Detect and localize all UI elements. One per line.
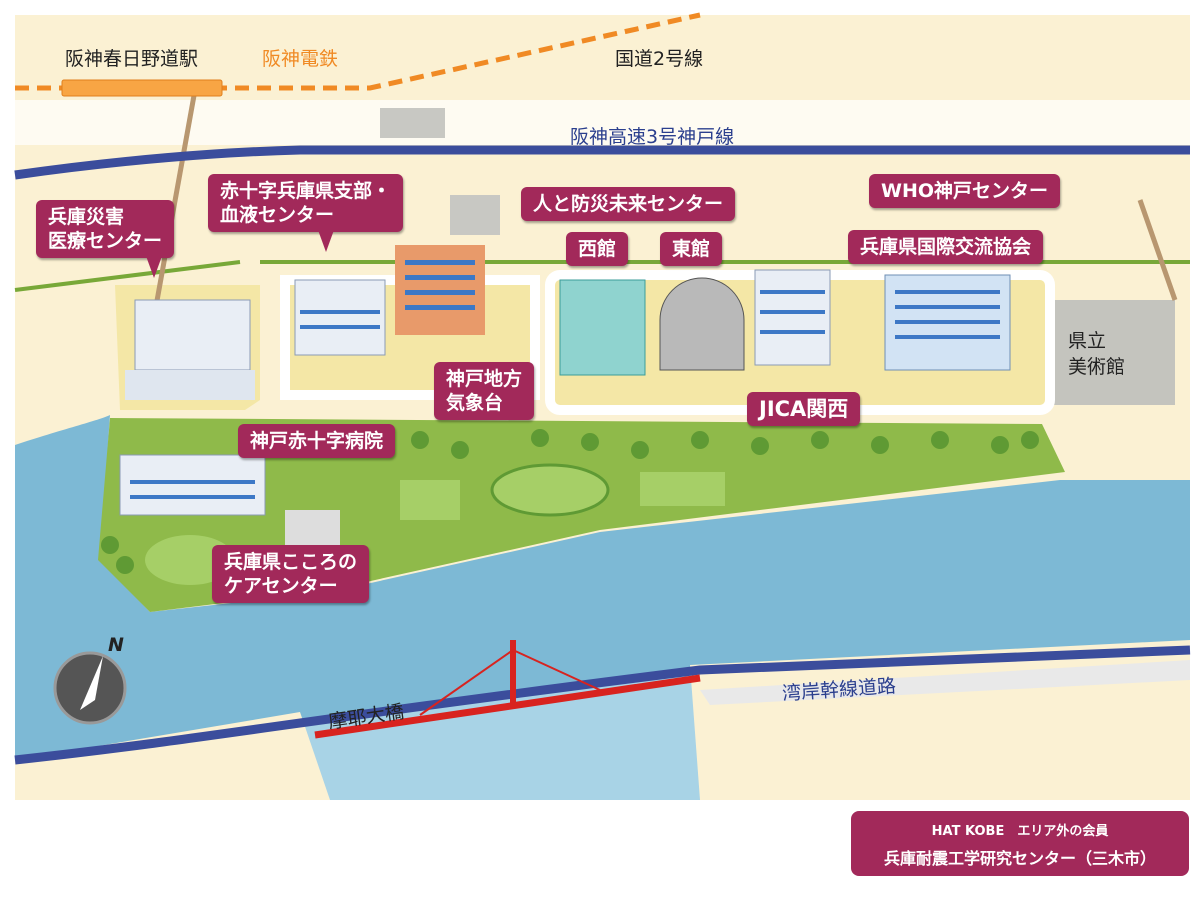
label-line: 医療センター [48, 230, 163, 252]
label-meteorological-observatory[interactable]: 神戸地方 気象台 [434, 362, 535, 420]
expressway-line [14, 145, 1190, 180]
footer-line2: 兵庫耐震工学研究センター（三木市） [883, 849, 1156, 868]
callout-tail [318, 230, 334, 252]
bayshore-route-line [14, 645, 1191, 765]
label-kokoro-care-center[interactable]: 兵庫県こころの ケアセンター [212, 545, 370, 603]
museum-block [1035, 300, 1175, 405]
label-west-building[interactable]: 西館 [566, 232, 629, 266]
label-line: 兵庫災害 [48, 206, 125, 228]
compass-north: N [108, 634, 124, 656]
maya-bridge [314, 674, 701, 739]
label-hyogo-international[interactable]: 兵庫県国際交流協会 [848, 230, 1044, 264]
label-red-cross-hospital[interactable]: 神戸赤十字病院 [238, 424, 396, 458]
expressway-name: 阪神高速3号神戸線 [570, 126, 735, 148]
station-platform [61, 79, 223, 97]
station-name: 阪神春日野道駅 [65, 48, 199, 70]
outside-area-member-box[interactable]: HAT KOBE エリア外の会員 兵庫耐震工学研究センター（三木市） [851, 811, 1189, 876]
label-dri[interactable]: 人と防災未来センター [521, 187, 736, 221]
label-who-kobe[interactable]: WHO神戸センター [869, 174, 1061, 208]
railway-name: 阪神電鉄 [262, 48, 339, 70]
footer-line1: HAT KOBE エリア外の会員 [931, 824, 1109, 839]
label-jica-kansai[interactable]: JICA関西 [747, 392, 861, 426]
route2-name: 国道2号線 [615, 48, 704, 70]
museum-name: 県立 美術館 [1068, 330, 1126, 378]
label-disaster-medical-center[interactable]: 兵庫災害 医療センター [36, 200, 175, 278]
label-east-building[interactable]: 東館 [660, 232, 723, 266]
label-line: 血液センター [220, 204, 335, 226]
label-red-cross-branch[interactable]: 赤十字兵庫県支部・ 血液センター [208, 174, 404, 252]
bay-water [15, 415, 1190, 760]
label-line: 兵庫県こころの [224, 551, 358, 573]
label-line: 神戸地方 [446, 368, 523, 390]
label-line: 気象台 [446, 392, 504, 414]
label-line: 赤十字兵庫県支部・ [220, 180, 392, 202]
callout-tail [146, 256, 162, 278]
label-line: ケアセンター [224, 575, 338, 597]
